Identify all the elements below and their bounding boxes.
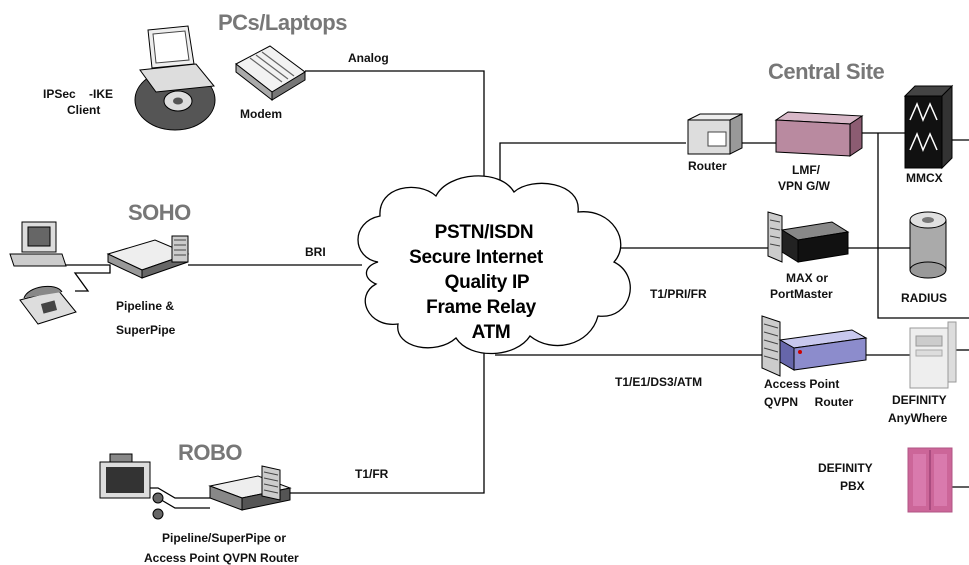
robo-router-icon <box>208 465 292 511</box>
cloud-line-pstn-isdn: PSTN/ISDN <box>435 222 534 243</box>
link-label-t1-fr: T1/FR <box>355 467 389 481</box>
pipeline-router-icon <box>106 235 190 279</box>
router-link <box>499 142 686 190</box>
label-max-2: PortMaster <box>770 287 833 301</box>
mmcx-server-icon <box>903 84 954 170</box>
link-label-bri: BRI <box>305 245 326 259</box>
video-monitor-icon <box>99 453 164 520</box>
label-modem: Modem <box>240 107 282 121</box>
cloud-line-frame-relay: Frame Relay <box>426 297 536 318</box>
desktop-pc-icon <box>9 221 67 267</box>
label-definity-anywhere-2: AnyWhere <box>888 411 948 425</box>
label-ipsec-client-1: IPSec -IKE <box>43 87 113 101</box>
router-icon <box>687 113 743 155</box>
label-max-1: MAX or <box>786 271 828 285</box>
heading-robo: ROBO <box>178 440 242 465</box>
modem-icon <box>235 45 306 102</box>
label-definity-pbx-1: DEFINITY <box>818 461 873 475</box>
definity-pbx-icon <box>907 447 953 513</box>
telephone-icon <box>19 285 77 325</box>
definity-anywhere-icon <box>909 321 957 389</box>
label-ipsec-client-2: Client <box>67 103 100 117</box>
lmf-vpn-gateway-icon <box>774 111 864 157</box>
max-portmaster-icon <box>767 211 850 263</box>
access-point-qvpn-router-icon <box>761 315 868 377</box>
cloud-shape <box>357 175 631 355</box>
heading-central-site: Central Site <box>768 59 885 84</box>
label-lmf-1: LMF/ <box>792 163 821 177</box>
laptop-icon <box>134 25 216 131</box>
cloud-line-quality-ip: Quality IP <box>445 272 530 293</box>
central-bus <box>877 133 969 319</box>
label-definity-anywhere-1: DEFINITY <box>892 393 947 407</box>
analog-link <box>305 70 485 225</box>
cloud-line-atm: ATM <box>472 322 511 343</box>
heading-pcs-laptops: PCs/Laptops <box>218 10 347 35</box>
network-cloud: PSTN/ISDN Secure Internet Quality IP Fra… <box>357 175 631 355</box>
label-radius: RADIUS <box>901 291 947 305</box>
label-robo-router-1: Pipeline/SuperPipe or <box>162 531 286 545</box>
label-lmf-2: VPN G/W <box>778 179 831 193</box>
radius-database-icon <box>909 211 947 279</box>
soho-phone-link <box>65 264 111 292</box>
label-pipeline-1: Pipeline & <box>116 299 174 313</box>
label-pipeline-2: SuperPipe <box>116 323 176 337</box>
label-mmcx: MMCX <box>906 171 943 185</box>
label-access-point-1: Access Point <box>764 377 839 391</box>
label-access-point-2: QVPN Router <box>764 395 854 409</box>
label-router: Router <box>688 159 727 173</box>
link-label-analog: Analog <box>348 51 389 65</box>
heading-soho: SOHO <box>128 200 191 225</box>
cloud-line-secure-internet: Secure Internet <box>409 247 544 268</box>
label-robo-router-2: Access Point QVPN Router <box>144 551 299 565</box>
link-label-t1-pri-fr: T1/PRI/FR <box>650 287 707 301</box>
t1-fr-link <box>290 335 485 494</box>
label-definity-pbx-2: PBX <box>840 479 865 493</box>
link-label-t1-e1-ds3-atm: T1/E1/DS3/ATM <box>615 375 702 389</box>
